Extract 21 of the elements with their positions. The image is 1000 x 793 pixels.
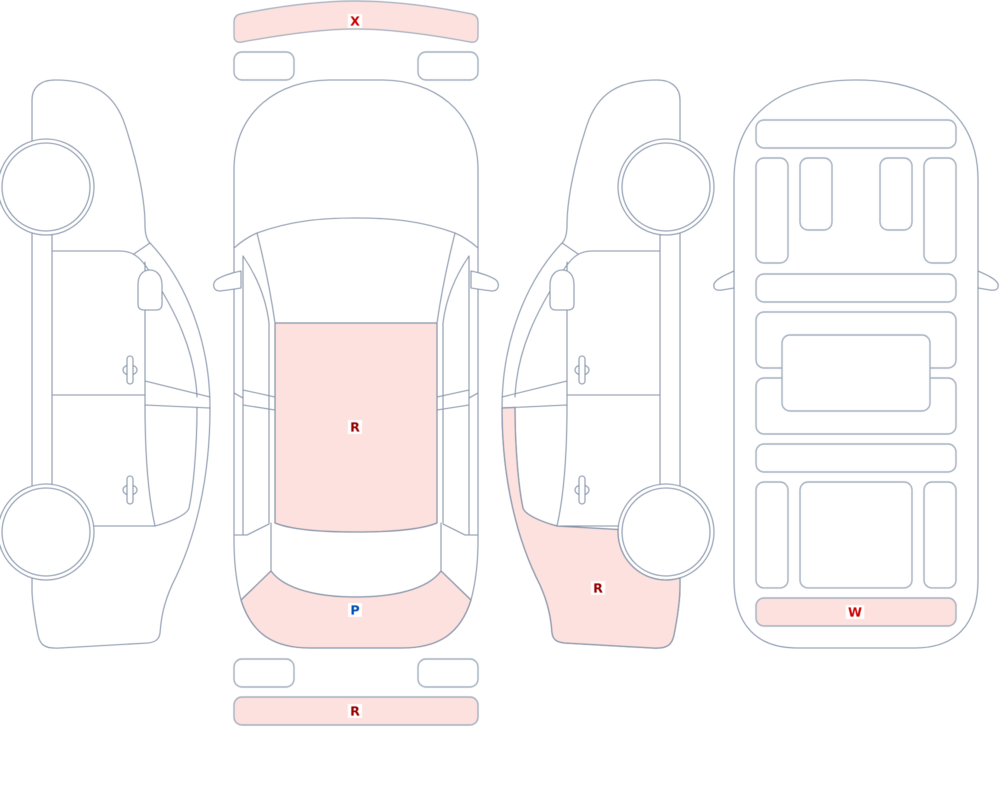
panel-box — [923, 481, 957, 589]
highlighted-panel: R — [501, 406, 681, 649]
panel-box — [755, 443, 957, 473]
panel-box — [233, 51, 295, 81]
panel-box — [799, 481, 913, 589]
panel-box — [799, 157, 833, 231]
panel-box — [233, 658, 295, 688]
highlighted-panel: R — [274, 322, 438, 533]
highlighted-panel: P — [240, 570, 472, 649]
highlighted-panel: X — [233, 0, 479, 43]
panel-box — [755, 157, 789, 264]
panel-box — [417, 658, 479, 688]
highlighted-panel: W — [755, 597, 957, 627]
panel-box — [879, 157, 913, 231]
panel-box — [755, 273, 957, 303]
panel-box — [923, 157, 957, 264]
panel-box — [781, 334, 931, 412]
panel-box — [755, 481, 789, 589]
panel-box — [417, 51, 479, 81]
highlighted-panel: R — [233, 696, 479, 726]
panel-box — [755, 119, 957, 149]
